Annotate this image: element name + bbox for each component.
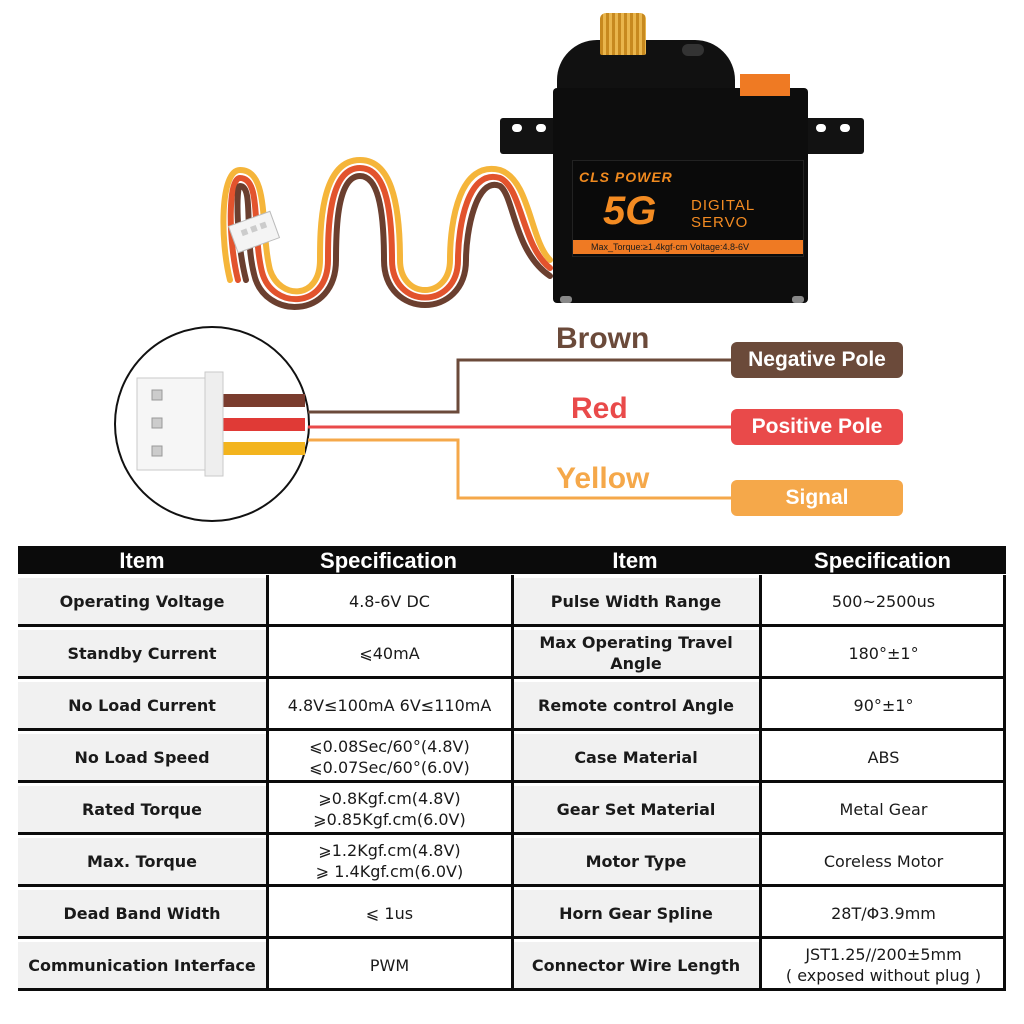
left-item-cell: Rated Torque <box>18 786 266 832</box>
negative-pole-badge: Negative Pole <box>731 342 903 378</box>
right-item-cell: Horn Gear Spline <box>513 890 759 936</box>
column-divider <box>266 575 269 991</box>
servo-foot-left <box>560 296 572 303</box>
column-divider <box>759 575 762 991</box>
column-divider <box>511 575 514 991</box>
right-spec-cell: Metal Gear <box>761 786 1006 832</box>
left-spec-cell: ⩾0.8Kgf.cm(4.8V) ⩾0.85Kgf.cm(6.0V) <box>268 786 511 832</box>
left-item-cell: Dead Band Width <box>18 890 266 936</box>
header-spec-right: Specification <box>759 546 1006 574</box>
right-spec-cell: JST1.25//200±5mm ( exposed without plug … <box>761 942 1006 988</box>
left-spec-cell: 4.8V≤100mA 6V≤110mA <box>268 682 511 728</box>
right-item-cell: Gear Set Material <box>513 786 759 832</box>
right-spec-cell: 500~2500us <box>761 578 1006 624</box>
right-item-cell: Remote control Angle <box>513 682 759 728</box>
left-item-cell: Communication Interface <box>18 942 266 988</box>
header-item-right: Item <box>511 546 759 574</box>
right-item-cell: Connector Wire Length <box>513 942 759 988</box>
right-spec-cell: Coreless Motor <box>761 838 1006 884</box>
left-spec-cell: PWM <box>268 942 511 988</box>
right-item-cell: Max Operating Travel Angle <box>513 630 759 676</box>
right-spec-cell: 90°±1° <box>761 682 1006 728</box>
wiring-diagram: Brown Red Yellow Negative Pole Positive … <box>0 320 1024 535</box>
left-item-cell: Standby Current <box>18 630 266 676</box>
column-divider <box>1003 575 1006 991</box>
side-sticker <box>740 74 790 96</box>
header-item-left: Item <box>18 546 266 574</box>
signal-badge: Signal <box>731 480 903 516</box>
right-item-cell: Pulse Width Range <box>513 578 759 624</box>
servo-foot-right <box>792 296 804 303</box>
screw-icon <box>682 44 704 56</box>
wire-lines <box>114 326 731 522</box>
product-image: CLS POWER 5G DIGITAL SERVO Max_Torque:≥1… <box>0 0 1024 320</box>
output-gear-icon <box>600 13 646 55</box>
mount-ear-right <box>804 118 864 154</box>
left-spec-cell: 4.8-6V DC <box>268 578 511 624</box>
left-spec-cell: ⩽0.08Sec/60°(4.8V) ⩽0.07Sec/60°(6.0V) <box>268 734 511 780</box>
right-item-cell: Motor Type <box>513 838 759 884</box>
mount-ear-left <box>500 118 560 154</box>
model-desc-line2: SERVO <box>691 214 749 231</box>
right-spec-cell: 28T/Φ3.9mm <box>761 890 1006 936</box>
left-item-cell: No Load Current <box>18 682 266 728</box>
wire-color-yellow: Yellow <box>556 462 650 495</box>
wire-color-brown: Brown <box>556 322 650 355</box>
servo-cable-icon <box>220 156 553 310</box>
left-spec-cell: ⩽40mA <box>268 630 511 676</box>
model-name: 5G <box>603 189 657 233</box>
positive-pole-badge: Positive Pole <box>731 409 903 445</box>
left-spec-cell: ⩾1.2Kgf.cm(4.8V) ⩾ 1.4Kgf.cm(6.0V) <box>268 838 511 884</box>
wire-color-red: Red <box>571 392 628 425</box>
left-item-cell: Operating Voltage <box>18 578 266 624</box>
servo-label: CLS POWER 5G DIGITAL SERVO Max_Torque:≥1… <box>572 160 804 257</box>
right-spec-cell: 180°±1° <box>761 630 1006 676</box>
model-desc-line1: DIGITAL <box>691 197 756 214</box>
label-spec-strip: Max_Torque:≥1.4kgf·cm Voltage:4.8-6V <box>573 240 803 254</box>
left-item-cell: No Load Speed <box>18 734 266 780</box>
header-spec-left: Specification <box>266 546 511 574</box>
model-desc: DIGITAL SERVO <box>691 197 755 231</box>
brand-logo: CLS POWER <box>579 169 673 185</box>
right-item-cell: Case Material <box>513 734 759 780</box>
left-item-cell: Max. Torque <box>18 838 266 884</box>
right-spec-cell: ABS <box>761 734 1006 780</box>
left-spec-cell: ⩽ 1us <box>268 890 511 936</box>
